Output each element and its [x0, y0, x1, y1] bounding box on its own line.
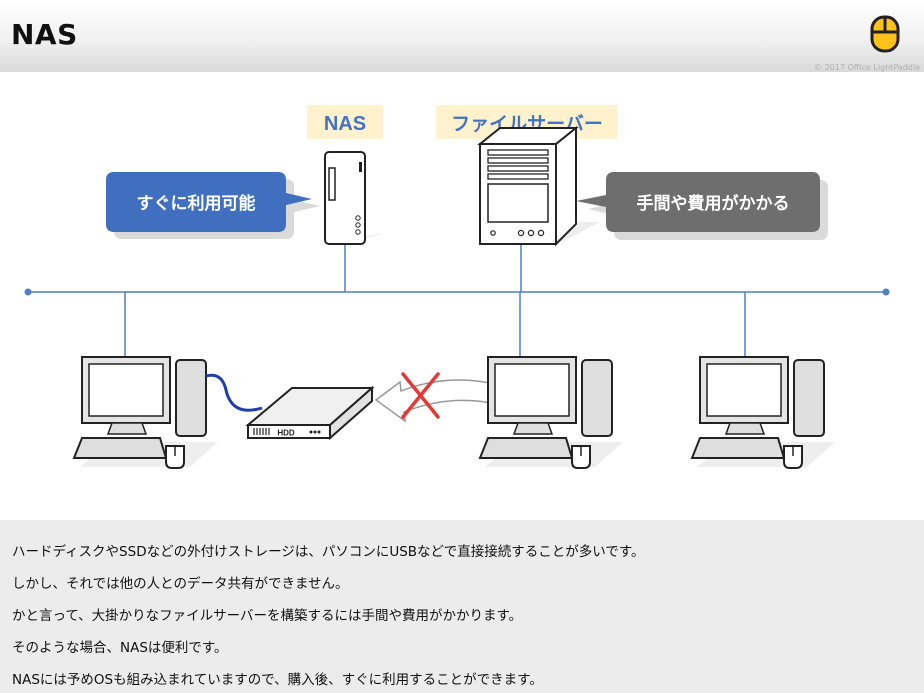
- fileserver-icon: [480, 128, 600, 244]
- page-title: NAS: [11, 18, 78, 51]
- header-bar: NAS © 2017 Office LightPaddle: [0, 0, 924, 72]
- usb-cable: [206, 375, 262, 410]
- external-hdd-icon: HDD: [248, 388, 372, 438]
- mouse-icon: [868, 14, 902, 54]
- copyright-text: © 2017 Office LightPaddle: [814, 63, 920, 72]
- description-panel: ハードディスクやSSDなどの外付けストレージは、パソコンにUSBなどで直接接続す…: [0, 520, 924, 693]
- fileserver-callout: 手間や費用がかかる: [576, 172, 828, 240]
- rejected-arrow-icon: [376, 380, 503, 421]
- description-line-5: NASには予めOSも組み込まれていますので、購入後、すぐに利用することができます…: [12, 668, 543, 688]
- network-endpoint-left: [25, 289, 32, 296]
- description-line-1: ハードディスクやSSDなどの外付けストレージは、パソコンにUSBなどで直接接続す…: [12, 540, 645, 560]
- network-diagram: NAS すぐに利用可能 ファイルサーバー: [0, 72, 924, 520]
- nas-label: NAS: [307, 105, 383, 139]
- description-line-2: しかし、それでは他の人とのデータ共有ができません。: [12, 572, 349, 592]
- pc-middle-icon: [480, 357, 623, 468]
- pc-right-icon: [692, 357, 835, 468]
- network-endpoint-right: [883, 289, 890, 296]
- nas-callout: すぐに利用可能: [106, 172, 320, 239]
- hdd-label: HDD: [277, 429, 295, 438]
- nas-device-icon: [325, 152, 387, 244]
- nas-label-text: NAS: [324, 113, 366, 135]
- description-line-4: そのような場合、NASは便利です。: [12, 636, 228, 656]
- network-lines: [28, 244, 886, 357]
- fileserver-callout-text: 手間や費用がかかる: [637, 193, 790, 214]
- description-line-3: かと言って、大掛かりなファイルサーバーを構築するには手間や費用がかかります。: [12, 604, 522, 624]
- pc-left-icon: [74, 357, 218, 468]
- nas-callout-text: すぐに利用可能: [137, 193, 256, 214]
